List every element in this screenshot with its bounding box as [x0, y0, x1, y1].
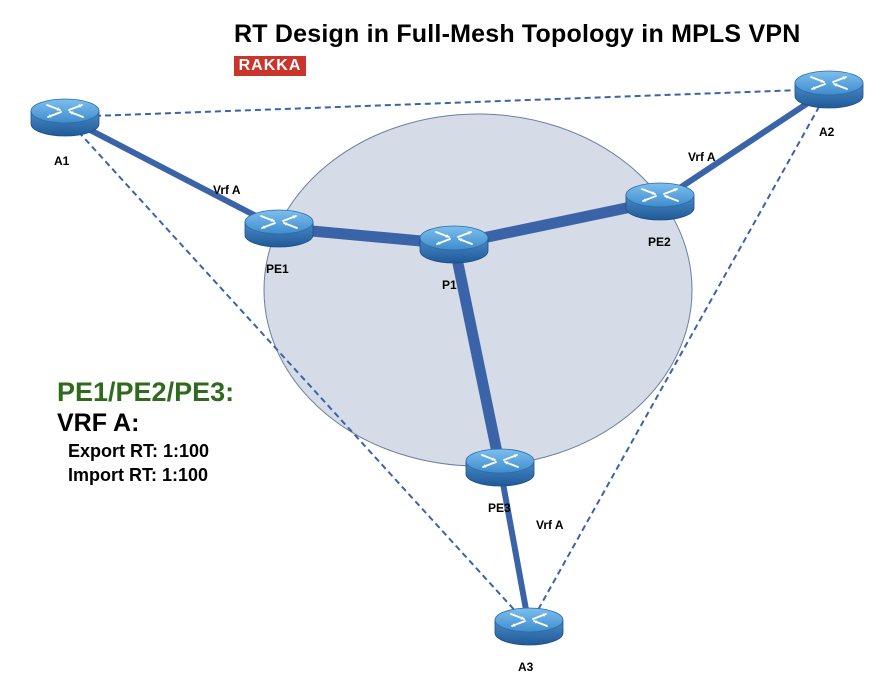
brand-logo: RAKKA	[234, 56, 306, 76]
link-label-a1-pe1: Vrf A	[213, 183, 241, 197]
link-a2-pe2	[658, 86, 831, 204]
link-label-a2-pe2: Vrf A	[688, 150, 716, 164]
router-label-a3: A3	[518, 660, 534, 674]
router-icon	[494, 607, 564, 646]
router-label-p1: P1	[442, 278, 457, 292]
router-label-pe1: PE1	[266, 262, 289, 276]
router-icon	[419, 225, 489, 264]
config-vrf-name: VRF A:	[57, 409, 140, 437]
router-icon	[244, 209, 314, 248]
router-label-a1: A1	[54, 154, 70, 168]
link-label-a3-pe3: Vrf A	[536, 518, 564, 532]
link-a1-a2	[64, 88, 830, 118]
link-pe3-p1	[448, 242, 506, 469]
config-export-rt: Export RT: 1:100	[68, 441, 210, 461]
router-icon	[465, 448, 535, 487]
link-a1-a3	[64, 116, 530, 627]
router-icon	[794, 70, 864, 109]
config-import-rt: Import RT: 1:100	[68, 465, 209, 485]
link-a3-pe3	[497, 466, 532, 627]
router-icon	[625, 182, 695, 221]
mpls-cloud	[263, 113, 693, 467]
link-a2-a3	[528, 88, 830, 627]
router-label-pe2: PE2	[648, 235, 671, 249]
config-heading: PE1/PE2/PE3:	[57, 377, 235, 407]
router-label-a2: A2	[819, 125, 835, 139]
router-icon	[30, 98, 100, 137]
page-title: RT Design in Full-Mesh Topology in MPLS …	[234, 20, 801, 48]
link-a1-pe1	[63, 114, 281, 231]
router-label-pe3: PE3	[488, 501, 511, 515]
